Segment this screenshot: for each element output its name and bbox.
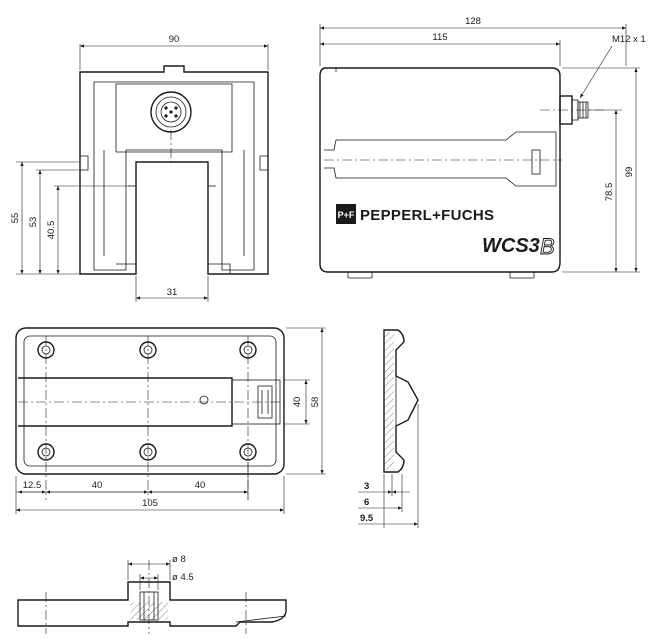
dim-plate-height-58: 58 bbox=[310, 397, 321, 408]
logo-mark: P+F bbox=[338, 210, 355, 220]
brand-logo: P+F PEPPERL+FUCHS bbox=[336, 204, 494, 224]
dim-front-height-53: 53 bbox=[28, 217, 39, 228]
m12-connector-front bbox=[150, 91, 192, 133]
dim-profile-3: 3 bbox=[364, 481, 369, 492]
dim-side-width-115: 115 bbox=[432, 32, 447, 43]
plate-holes bbox=[37, 341, 257, 461]
side-view: P+F PEPPERL+FUCHS WCS3 B 128 115 M12 x 1… bbox=[319, 16, 646, 279]
dim-side-width-128: 128 bbox=[465, 16, 481, 27]
model-suffix: B bbox=[540, 234, 555, 259]
dim-front-width: 90 bbox=[169, 34, 180, 45]
dim-plate-pitch-1: 40 bbox=[92, 480, 103, 491]
front-view: 90 31 55 53 40.5 bbox=[10, 34, 269, 302]
brand-name: PEPPERL+FUCHS bbox=[360, 207, 494, 224]
dim-plate-pitch-2: 40 bbox=[195, 480, 206, 491]
dim-profile-6: 6 bbox=[364, 497, 369, 508]
plate-profile-view: 3 6 9.5 bbox=[358, 329, 419, 528]
model-name: WCS3 bbox=[482, 235, 540, 257]
dim-plate-length: 105 bbox=[142, 498, 158, 509]
dim-side-height-99: 99 bbox=[624, 167, 635, 178]
plate-section-view: ø 8 ø 4.5 bbox=[17, 554, 287, 634]
dim-side-height-78-5: 78.5 bbox=[604, 183, 615, 202]
dim-front-height-55: 55 bbox=[10, 213, 21, 224]
dim-plate-offset: 12.5 bbox=[23, 480, 42, 491]
dim-hole-outer: ø 8 bbox=[172, 554, 186, 565]
dim-slot-width: 31 bbox=[167, 287, 178, 298]
dim-profile-9-5: 9.5 bbox=[360, 513, 374, 524]
plate-top-view: 40 58 12.5 40 40 105 bbox=[15, 327, 326, 514]
dim-front-height-40-5: 40.5 bbox=[46, 221, 57, 240]
connector-label: M12 x 1 bbox=[612, 34, 646, 45]
dim-hole-inner: ø 4.5 bbox=[172, 572, 194, 583]
dim-plate-height-40: 40 bbox=[292, 397, 303, 408]
